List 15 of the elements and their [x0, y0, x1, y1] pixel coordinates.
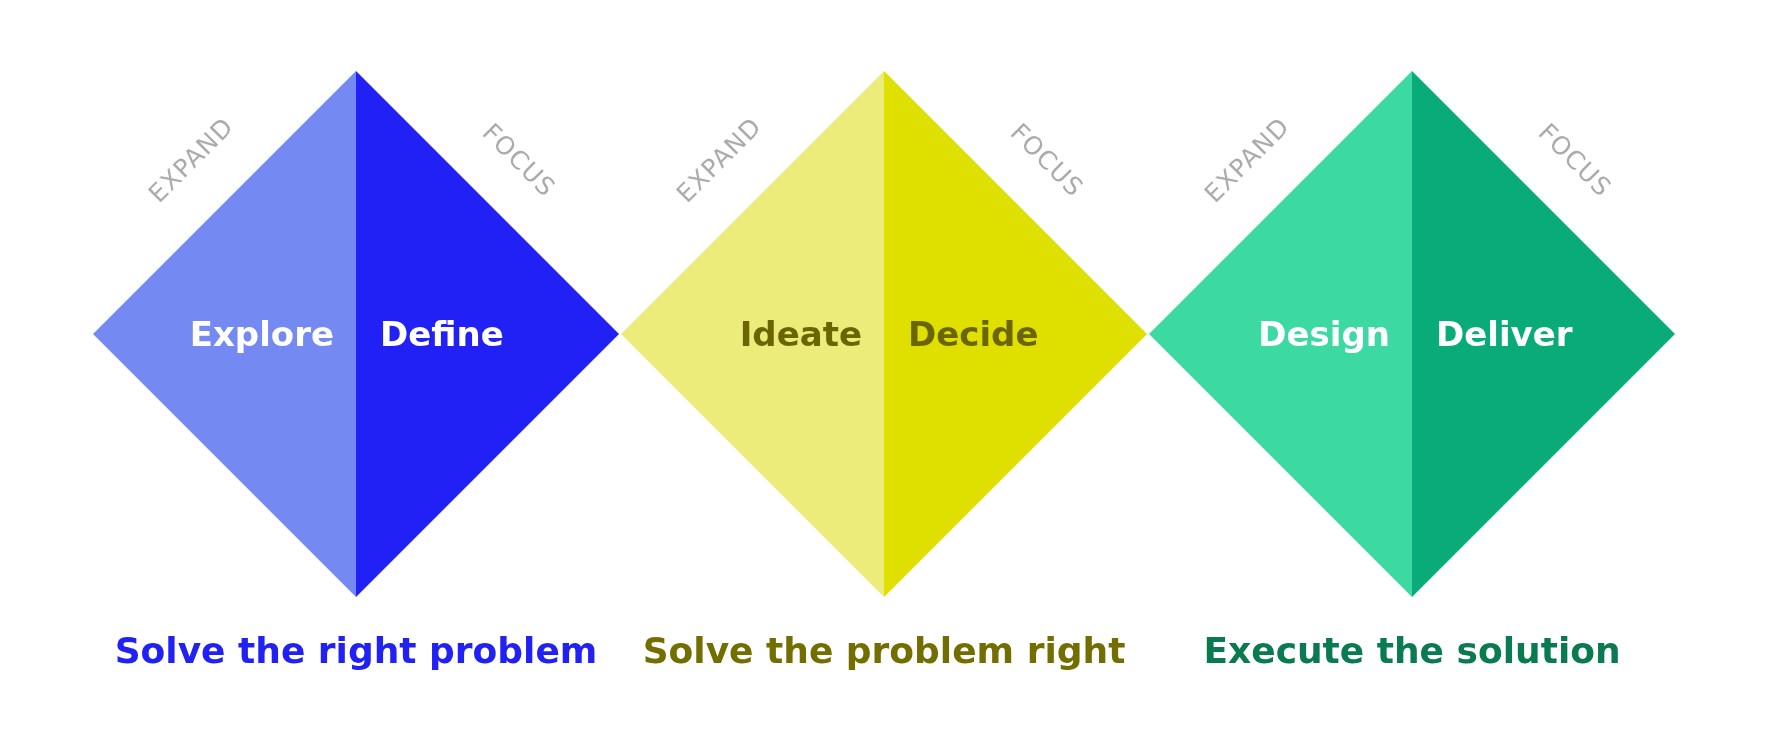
half-diamond [884, 71, 1147, 597]
stage-label: Deliver [1436, 314, 1573, 354]
half-diamond [93, 71, 356, 597]
phase-caption: Solve the right problem [114, 630, 598, 671]
stage-label: Define [380, 314, 504, 354]
phase-caption: Execute the solution [1203, 630, 1621, 671]
half-diamond [1149, 71, 1412, 597]
half-diamond [621, 71, 884, 597]
phase-caption: Solve the problem right [642, 630, 1126, 671]
stage-label: Decide [908, 314, 1039, 354]
stage-label: Design [1258, 314, 1390, 354]
half-diamond [356, 71, 619, 597]
half-diamond [1412, 71, 1675, 597]
stage-label: Ideate [739, 314, 862, 354]
stage-label: Explore [189, 314, 334, 354]
